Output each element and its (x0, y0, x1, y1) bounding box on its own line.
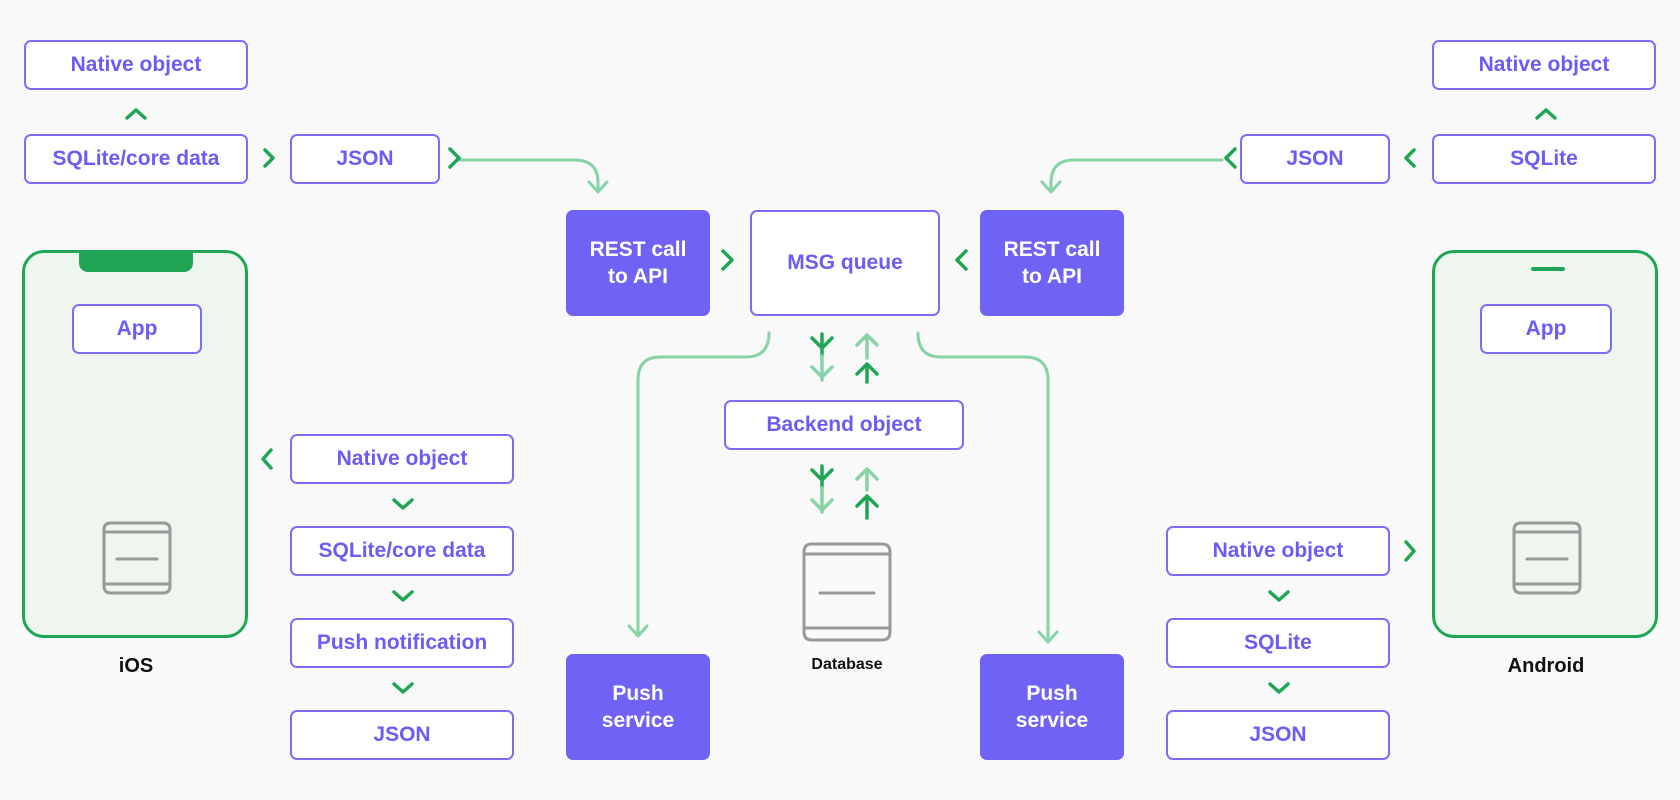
ios-native-object-top: Native object (24, 40, 248, 90)
box-label: JSON (1249, 723, 1307, 747)
phone-notch (79, 250, 193, 272)
box-label: Native object (1478, 53, 1610, 77)
rest-call-left: REST call to API (566, 210, 710, 316)
box-label: Native object (70, 53, 202, 77)
chevron-down-icon (392, 498, 414, 510)
ios-sqlite-core-data-top: SQLite/core data (24, 134, 248, 184)
push-service-left: Push service (566, 654, 710, 760)
android-native-object-bottom: Native object (1166, 526, 1390, 576)
box-label: Native object (1212, 539, 1344, 563)
arrowhead-push-right (1037, 630, 1059, 644)
arrowhead-push-left (627, 624, 649, 638)
arrowhead-ios-json-to-rest (587, 180, 609, 194)
android-app: App (1480, 304, 1612, 354)
box-label: Push notification (316, 631, 488, 655)
connector-android-json-to-rest (1049, 158, 1224, 192)
box-label: REST call to API (1003, 237, 1101, 288)
android-sqlite-bottom: SQLite (1166, 618, 1390, 668)
box-label: JSON (1286, 147, 1344, 171)
database-icon (802, 542, 892, 642)
ios-sqlite-core-data-bottom: SQLite/core data (290, 526, 514, 576)
chevron-up-icon (125, 108, 147, 120)
android-native-object-top: Native object (1432, 40, 1656, 90)
box-label: JSON (373, 723, 431, 747)
box-label: SQLite/core data (318, 539, 486, 563)
android-platform-label: Android (1507, 655, 1585, 677)
phone-speaker (1531, 267, 1565, 271)
database-icon (1512, 521, 1582, 595)
box-label: Native object (336, 447, 468, 471)
box-label: Backend object (766, 413, 922, 437)
connector-ios-json-to-rest (456, 158, 600, 192)
box-label: Push service (1015, 681, 1089, 732)
ios-native-object-bottom: Native object (290, 434, 514, 484)
connector-queue-to-push-right (916, 331, 1050, 640)
chevron-right-icon (721, 249, 734, 271)
android-json-bottom: JSON (1166, 710, 1390, 760)
database-label: Database (811, 656, 883, 673)
box-label: SQLite (1244, 631, 1312, 655)
chevron-left-icon (955, 249, 968, 271)
ios-json-bottom: JSON (290, 710, 514, 760)
push-service-right: Push service (980, 654, 1124, 760)
chevron-down-icon (392, 590, 414, 602)
ios-app: App (72, 304, 202, 354)
box-label: Push service (601, 681, 675, 732)
box-label: JSON (336, 147, 394, 171)
chevron-down-icon (1268, 590, 1290, 602)
box-label: SQLite (1510, 147, 1578, 171)
rest-call-right: REST call to API (980, 210, 1124, 316)
connector-queue-to-push-left (636, 331, 771, 634)
chevron-left-icon (261, 448, 273, 470)
box-label: REST call to API (589, 237, 687, 288)
chevron-right-icon (263, 148, 275, 168)
database-icon (102, 521, 172, 595)
box-label: MSG queue (787, 251, 903, 275)
android-json-top: JSON (1240, 134, 1390, 184)
chevron-right-icon (1404, 540, 1416, 562)
chevron-left-icon (1224, 147, 1237, 169)
box-label: SQLite/core data (52, 147, 220, 171)
backend-object: Backend object (724, 400, 964, 450)
box-label: App (1525, 317, 1567, 341)
chevron-up-icon (1535, 108, 1557, 120)
chevron-right-icon (448, 147, 461, 169)
ios-platform-label: iOS (118, 655, 154, 677)
msg-queue: MSG queue (750, 210, 940, 316)
chevron-left-icon (1404, 148, 1416, 168)
ios-json-top: JSON (290, 134, 440, 184)
box-label: App (116, 317, 158, 341)
chevron-down-icon (392, 682, 414, 694)
arrowhead-android-json-to-rest (1040, 180, 1062, 194)
ios-push-notification: Push notification (290, 618, 514, 668)
chevron-down-icon (1268, 682, 1290, 694)
android-sqlite-top: SQLite (1432, 134, 1656, 184)
